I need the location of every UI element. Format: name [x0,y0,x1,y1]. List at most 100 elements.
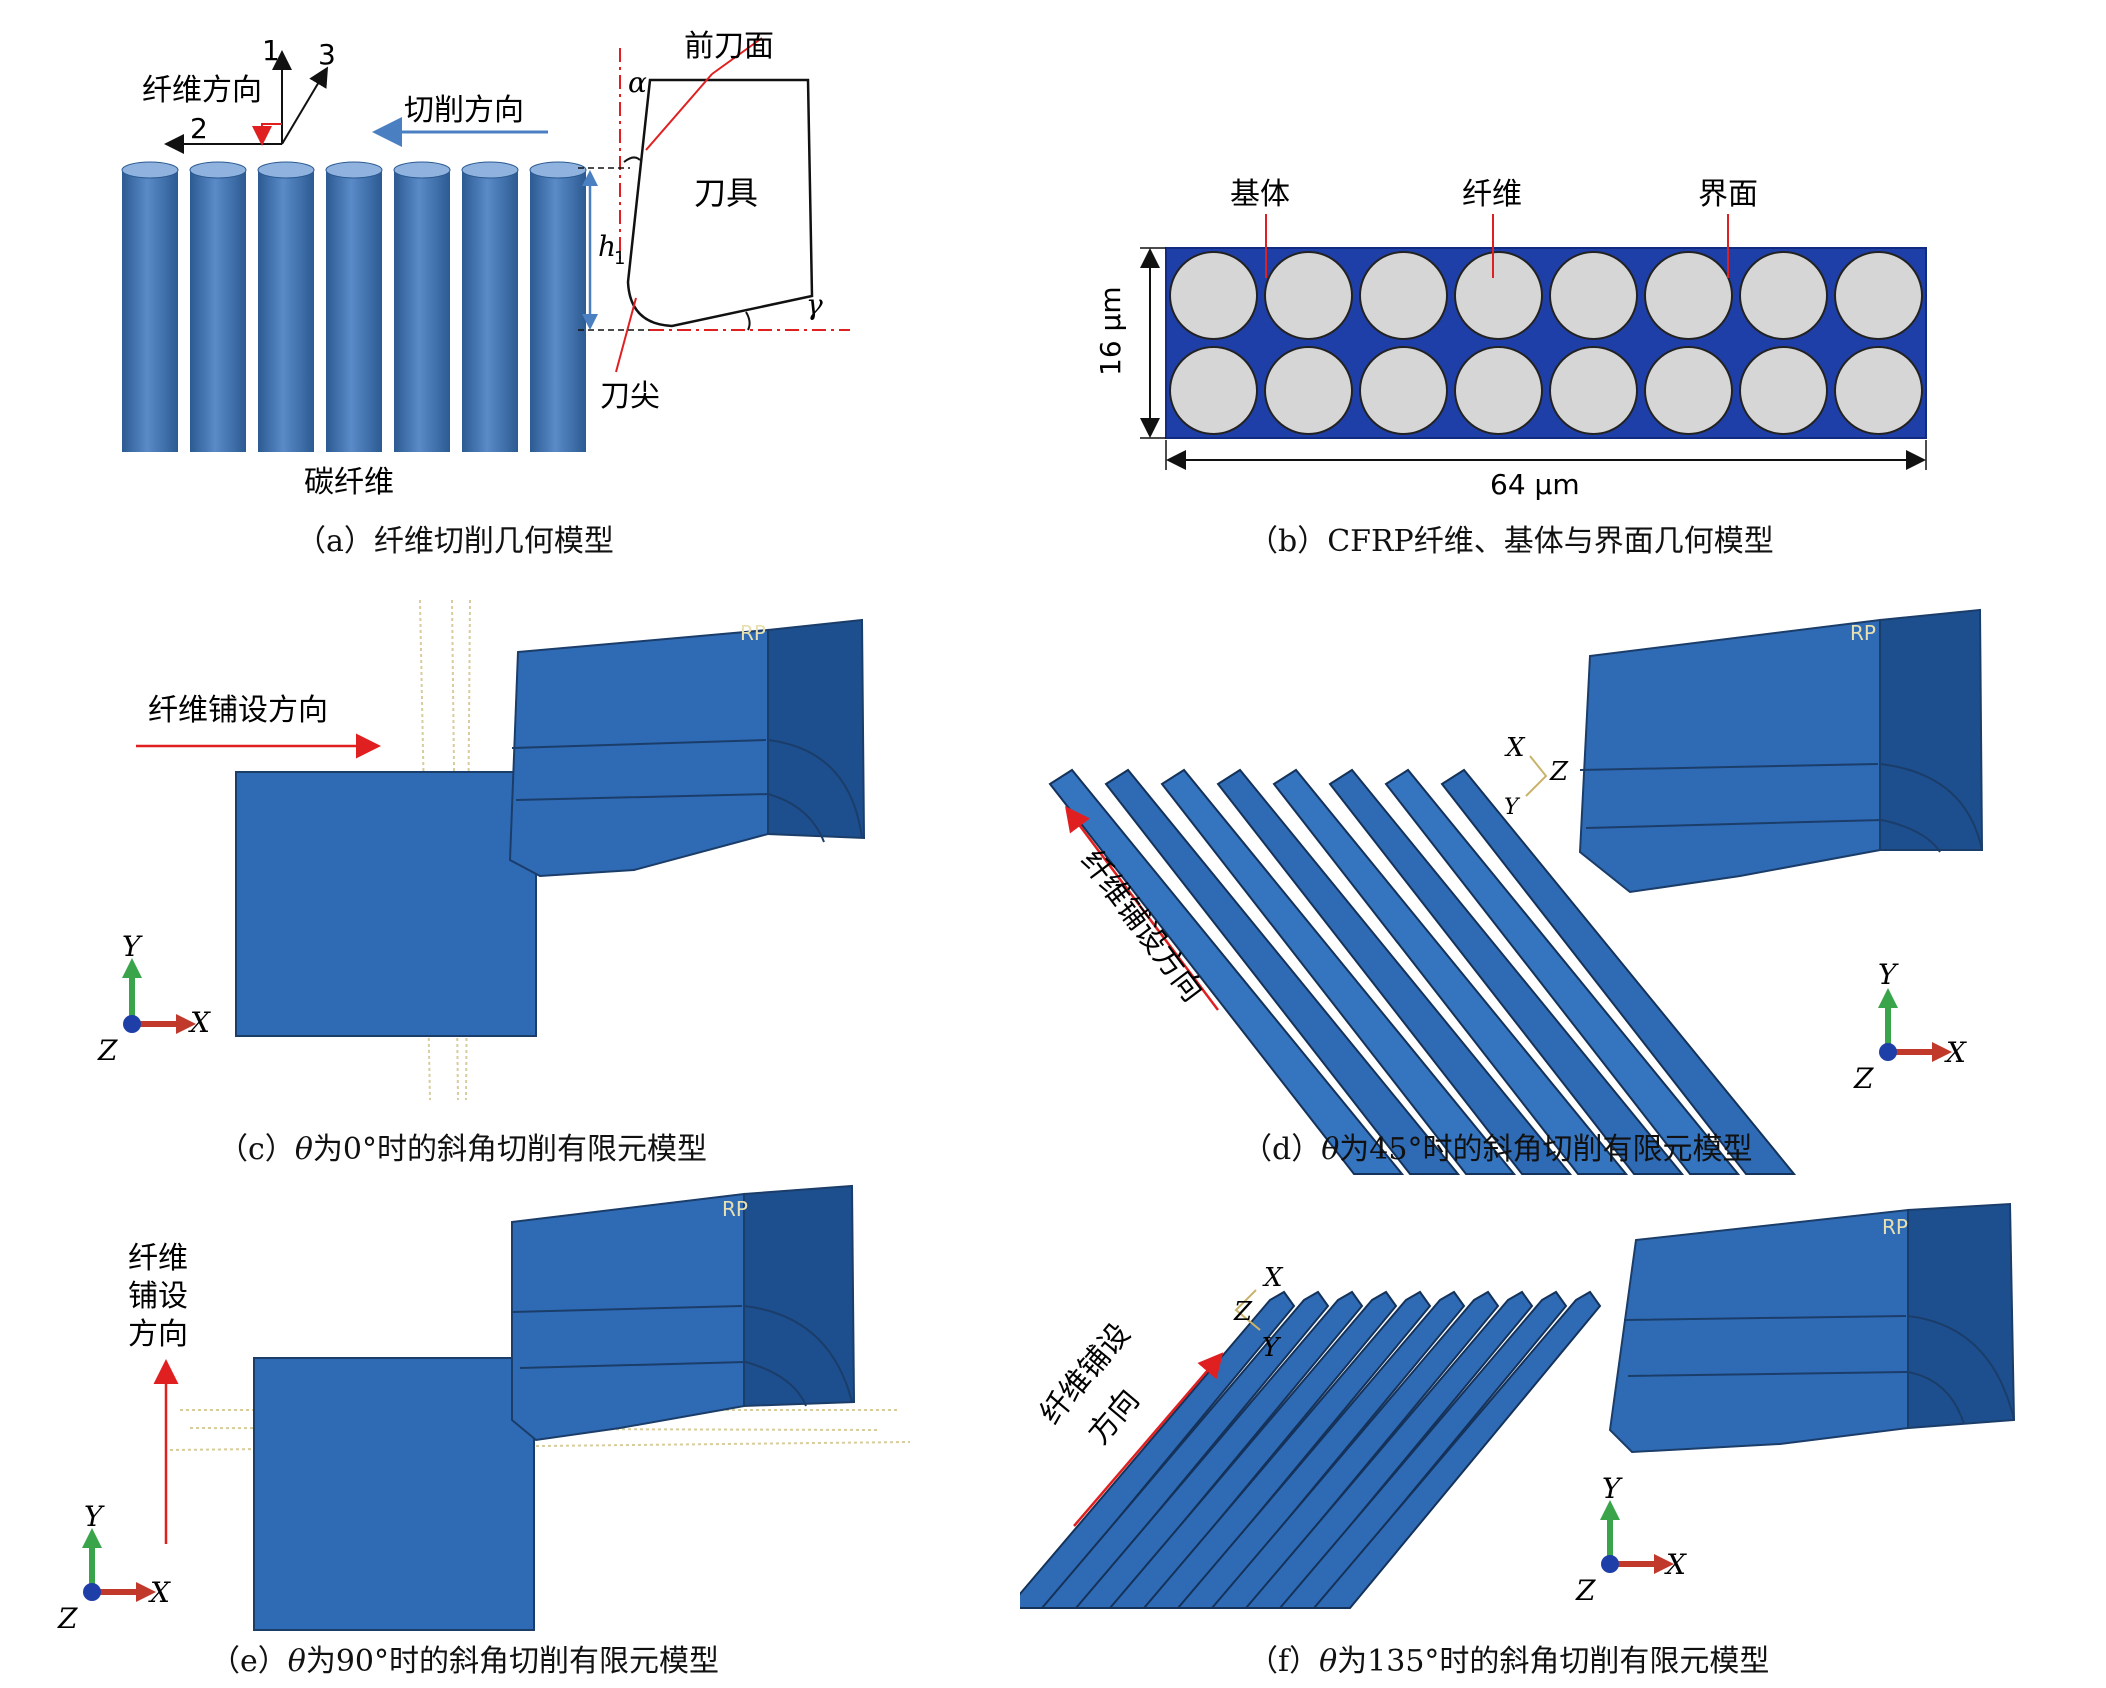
axis-triad-c: Y X Z [97,930,211,1067]
h1-label: h [598,230,616,263]
fiber-circle [1359,251,1448,340]
panel-d-diagram: RP X Z Y 纤维铺设方向 Y X Z [1048,608,1984,1175]
gamma-label: γ [806,288,823,321]
panel-d: RP X Z Y 纤维铺设方向 Y X Z （d）θ为45°时的斜角切削有限元模… [1020,580,2106,1180]
local-z-f: Z [1233,1297,1253,1327]
axis-z-e: Z [57,1602,78,1635]
panel-f-diagram: RP X Z Y 纤维铺设 方向 Y X Z [1005,1202,2016,1609]
axis-x-f: X [1664,1548,1687,1581]
caption-e-rest: 为90°时的斜角切削有限元模型 [305,1644,720,1679]
caption-f-theta: θ [1319,1644,1338,1679]
axis-triad-e: Y X Z [57,1500,171,1635]
axis-z-c: Z [97,1034,118,1067]
panel-b-diagram: 基体 纤维 界面 16 μm 64 μm [1094,177,1927,501]
panel-f: RP X Z Y 纤维铺设 方向 Y X Z （f）θ为135°时的斜角切削有限… [1005,1180,2106,1684]
fiber-circle [1834,346,1923,435]
rp-label-f: RP [1882,1215,1908,1239]
fiber-label: 纤维 [1462,177,1522,212]
panel-c: RP 纤维铺设方向 Y X Z （c）θ为0°时的斜角切削有限元模型 [0,580,1000,1180]
workpiece-e [253,1357,535,1631]
panel-b: 基体 纤维 界面 16 μm 64 μm （b）CFRP纤维、基体与界面几何模型 [1080,0,2106,560]
caption-c-rest: 为0°时的斜角切削有限元模型 [312,1132,707,1167]
caption-f: （f）θ为135°时的斜角切削有限元模型 [1248,1636,1769,1680]
fiber-strip [1160,768,1517,1175]
fiber-strip [1328,768,1685,1175]
axis-y-d: Y [1878,958,1899,991]
caption-e-theta: θ [287,1644,306,1679]
local-y-f: Y [1262,1333,1282,1363]
local-x-f: X [1262,1263,1284,1293]
material-axes: 1 2 3 纤维方向 [142,34,336,154]
caption-d-theta: θ [1321,1132,1340,1167]
caption-c-theta: θ [294,1132,313,1167]
axis-3-label: 3 [318,38,336,71]
fiber-strip [1209,1290,1500,1609]
fiber-strip [1104,768,1461,1175]
fiber-strip [1141,1290,1432,1609]
fiber-circle [1739,346,1828,435]
axis-x-c: X [188,1006,211,1039]
fiber-strip [1175,1290,1466,1609]
layup-label-e-1: 纤维 [128,1241,188,1276]
fiber-circle [1739,251,1828,340]
width-dim-label: 64 μm [1490,468,1580,501]
fiber-strip [1272,768,1629,1175]
fiber-circle [1644,251,1733,340]
fiber-circle [1549,251,1638,340]
panel-c-diagram: RP 纤维铺设方向 Y X Z [97,599,866,1101]
fiber-strip [1440,768,1797,1175]
axis-z-d: Z [1853,1062,1874,1095]
caption-e-prefix: （e） [210,1644,288,1679]
panel-a-diagram: 1 2 3 纤维方向 切削方向 前刀面 刀具 刀尖 α γ [121,29,850,500]
fiber-direction-label: 纤维方向 [142,73,262,108]
caption-c-prefix: （c） [218,1132,295,1167]
layup-label-c: 纤维铺设方向 [148,693,328,728]
height-dim-label: 16 μm [1094,286,1127,376]
alpha-label: α [628,66,647,99]
tool-f: RP [1608,1202,2016,1454]
fiber-circle [1169,251,1258,340]
panel-e: RP 纤维 铺设 方向 Y X Z （e）θ为90°时的斜角切削有限元模型 [0,1180,1000,1684]
fiber-strip [1216,768,1573,1175]
layup-label-e-3: 方向 [128,1317,188,1352]
fiber-circle [1169,346,1258,435]
tool-c: RP [508,618,866,878]
fiber-strip [1277,1290,1568,1609]
axis-x-d: X [1944,1036,1967,1069]
fiber-strip [1311,1290,1602,1609]
fiber-strip [1048,768,1405,1175]
fiber-circle [1834,251,1923,340]
axis-2-label: 2 [190,112,208,145]
caption-d: （d）θ为45°时的斜角切削有限元模型 [1242,1124,1752,1168]
fiber-strips-f [1005,1290,1602,1609]
axis-x-e: X [148,1576,171,1609]
fiber-circle [1454,346,1543,435]
tool-e: RP [511,1184,856,1442]
caption-e: （e）θ为90°时的斜角切削有限元模型 [210,1636,719,1680]
matrix-label: 基体 [1230,177,1290,212]
rp-label-e: RP [722,1197,748,1221]
caption-a: （a）纤维切削几何模型 [296,524,614,559]
fiber-grid [1169,251,1923,435]
fiber-circle [1454,251,1543,340]
local-y-d: Y [1504,795,1521,820]
local-x-d: X [1504,733,1526,763]
rake-face-label: 前刀面 [684,29,774,64]
caption-f-prefix: （f） [1248,1644,1320,1679]
axis-triad-d: Y X Z [1853,958,1967,1095]
fiber-strip [1243,1290,1534,1609]
axis-y-c: Y [122,930,143,963]
fiber-circle [1549,346,1638,435]
caption-f-rest: 为135°时的斜角切削有限元模型 [1337,1644,1770,1679]
cutting-direction-label: 切削方向 [404,93,524,128]
axis-y-e: Y [84,1500,105,1533]
fiber-circle [1644,346,1733,435]
axis-z-f: Z [1575,1574,1596,1607]
fiber-strip [1107,1290,1398,1609]
fiber-circle [1264,251,1353,340]
workpiece-c [235,771,537,1037]
tool-tip-label: 刀尖 [600,379,660,414]
rp-label-c: RP [740,621,766,645]
local-z-d: Z [1549,757,1569,787]
tool-label: 刀具 [694,174,758,212]
